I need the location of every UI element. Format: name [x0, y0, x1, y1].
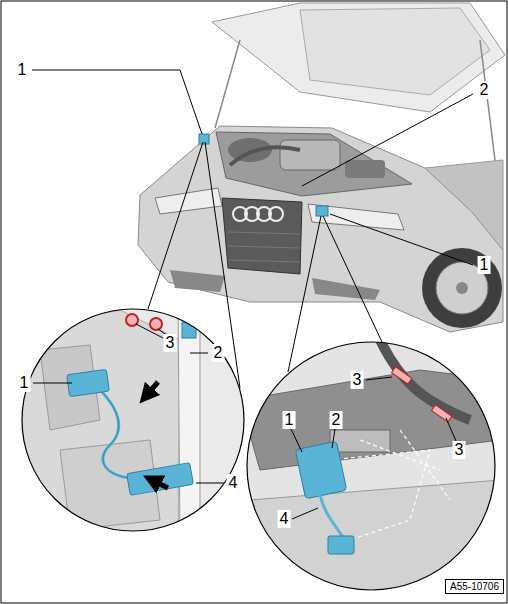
callout-number: 3 — [351, 371, 364, 389]
callout-number: 2 — [478, 81, 491, 99]
figure-number: A55-10706 — [450, 581, 499, 592]
callout-number: 3 — [453, 441, 466, 459]
callout-number: 2 — [330, 411, 343, 429]
callout-number: 1 — [478, 256, 491, 274]
callout-number: 4 — [278, 510, 291, 528]
callout-number: 4 — [227, 474, 240, 492]
callout-number: 1 — [18, 374, 31, 392]
callout-number: 1 — [16, 61, 29, 79]
callout-number: 3 — [164, 334, 177, 352]
figure-number-box: A55-10706 — [445, 579, 504, 594]
callout-number: 1 — [283, 411, 296, 429]
callout-number: 2 — [212, 344, 225, 362]
